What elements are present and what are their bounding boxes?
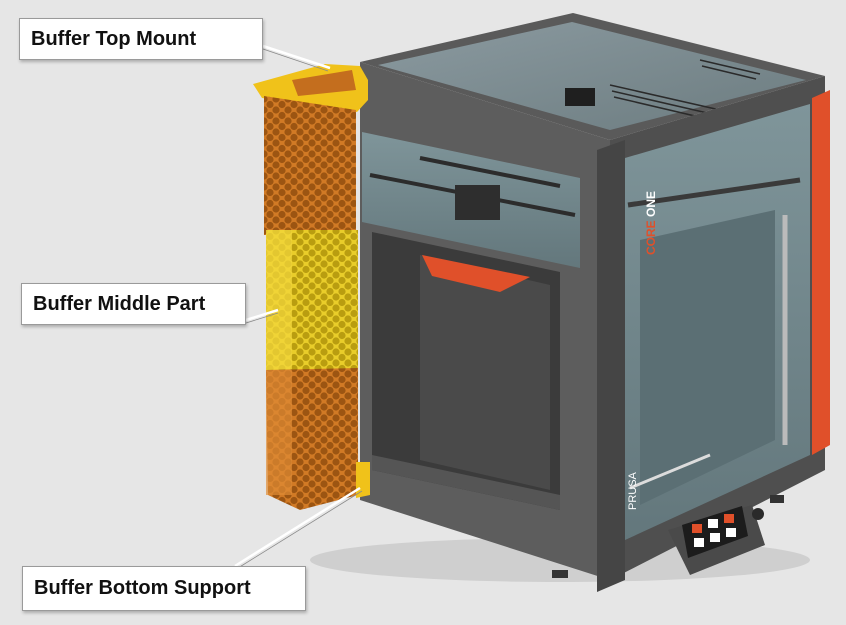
brand: PRUSA <box>627 471 639 510</box>
corner-pillar <box>597 140 625 592</box>
foot-left <box>552 570 568 578</box>
brand-text: PRUSA <box>627 471 639 510</box>
bed-rail <box>629 453 711 490</box>
buffer-top-orange <box>264 96 356 235</box>
red-side-accent <box>812 90 830 455</box>
control-knob-icon <box>752 508 764 520</box>
model-one-text: ONE <box>644 191 658 217</box>
leader-lines-outline <box>237 48 363 569</box>
front-inner-back <box>420 255 550 490</box>
leader-lines <box>234 44 361 568</box>
buffer-bottom-support <box>356 462 370 498</box>
label-buffer-middle-part: Buffer Middle Part <box>21 283 246 325</box>
side-inner <box>640 210 775 505</box>
front-inner-floor <box>372 455 560 510</box>
gantry-rail <box>627 177 801 208</box>
foot-right <box>770 495 784 503</box>
print-head <box>455 185 500 220</box>
orange-accent <box>422 255 530 292</box>
leader-mid <box>245 308 279 322</box>
buffer-top-inner <box>292 70 356 96</box>
top-cap <box>565 88 595 106</box>
model-core-text: CORE <box>644 220 658 255</box>
label-buffer-bottom-support: Buffer Bottom Support <box>22 566 306 611</box>
top-glass <box>378 22 806 130</box>
buffer-middle-edge <box>266 230 292 372</box>
leader-top <box>262 44 331 70</box>
buffer-bottom-edge <box>266 370 292 495</box>
screen-icons <box>692 514 736 547</box>
branding: CORE ONE <box>644 191 658 255</box>
leader-bot <box>234 486 361 568</box>
label-buffer-top-mount: Buffer Top Mount <box>19 18 263 60</box>
